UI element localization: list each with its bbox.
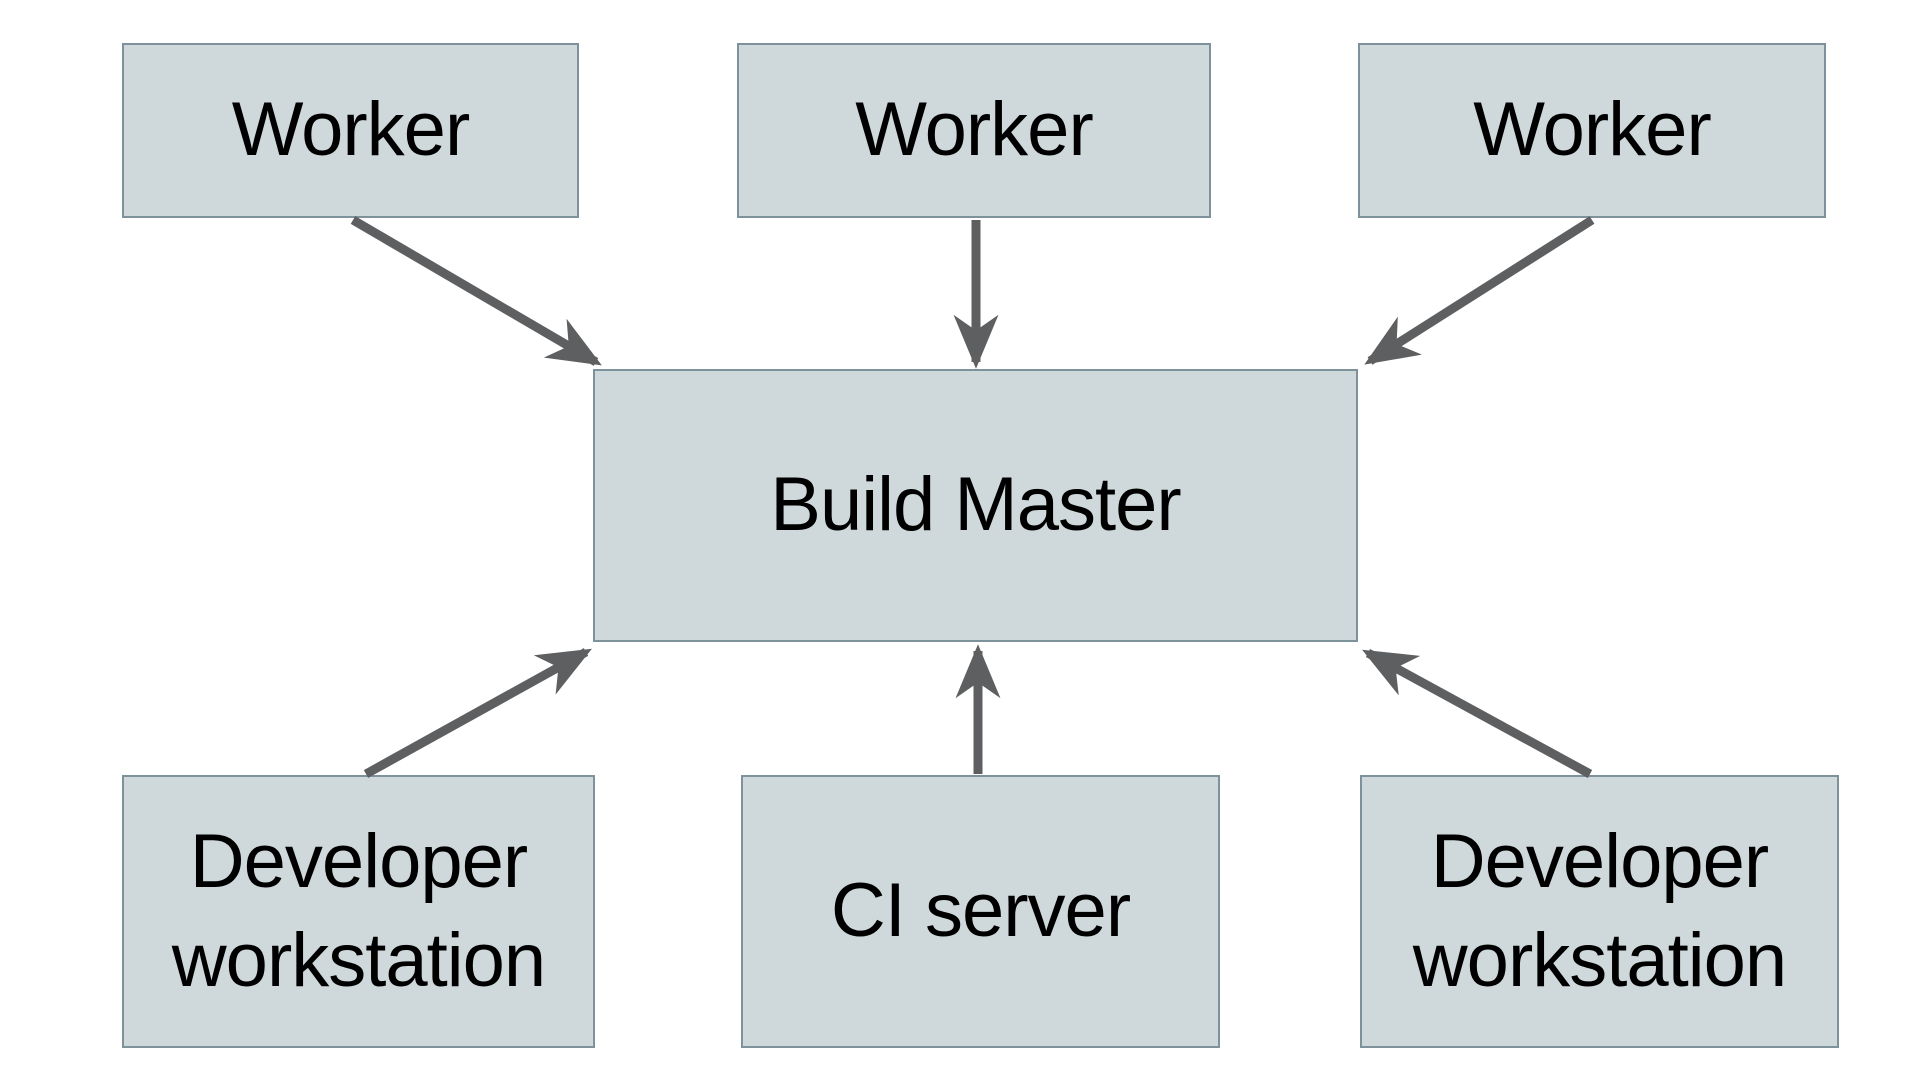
- arrow-developer-workstation-left-to-build-master: [363, 648, 592, 778]
- arrow-developer-workstation-right-to-build-master: [1362, 649, 1593, 778]
- node-ci-server-label: CI server: [830, 868, 1131, 954]
- node-developer-workstation-left-label: Developer workstation: [171, 818, 546, 1003]
- node-developer-workstation-left: Developer workstation: [122, 775, 595, 1048]
- node-worker-1-label: Worker: [231, 87, 471, 173]
- node-worker-2: Worker: [737, 43, 1211, 218]
- node-developer-workstation-right: Developer workstation: [1360, 775, 1839, 1048]
- arrow-worker-1-to-build-master: [350, 216, 602, 366]
- arrow-worker-3-to-build-master: [1364, 216, 1595, 365]
- node-worker-3-label: Worker: [1473, 87, 1712, 173]
- node-build-master-label: Build Master: [770, 462, 1181, 548]
- node-worker-2-label: Worker: [855, 87, 1094, 173]
- node-build-master: Build Master: [593, 369, 1358, 642]
- node-ci-server: CI server: [741, 775, 1220, 1048]
- node-developer-workstation-right-label: Developer workstation: [1412, 818, 1787, 1003]
- node-worker-1: Worker: [122, 43, 579, 218]
- node-worker-3: Worker: [1358, 43, 1826, 218]
